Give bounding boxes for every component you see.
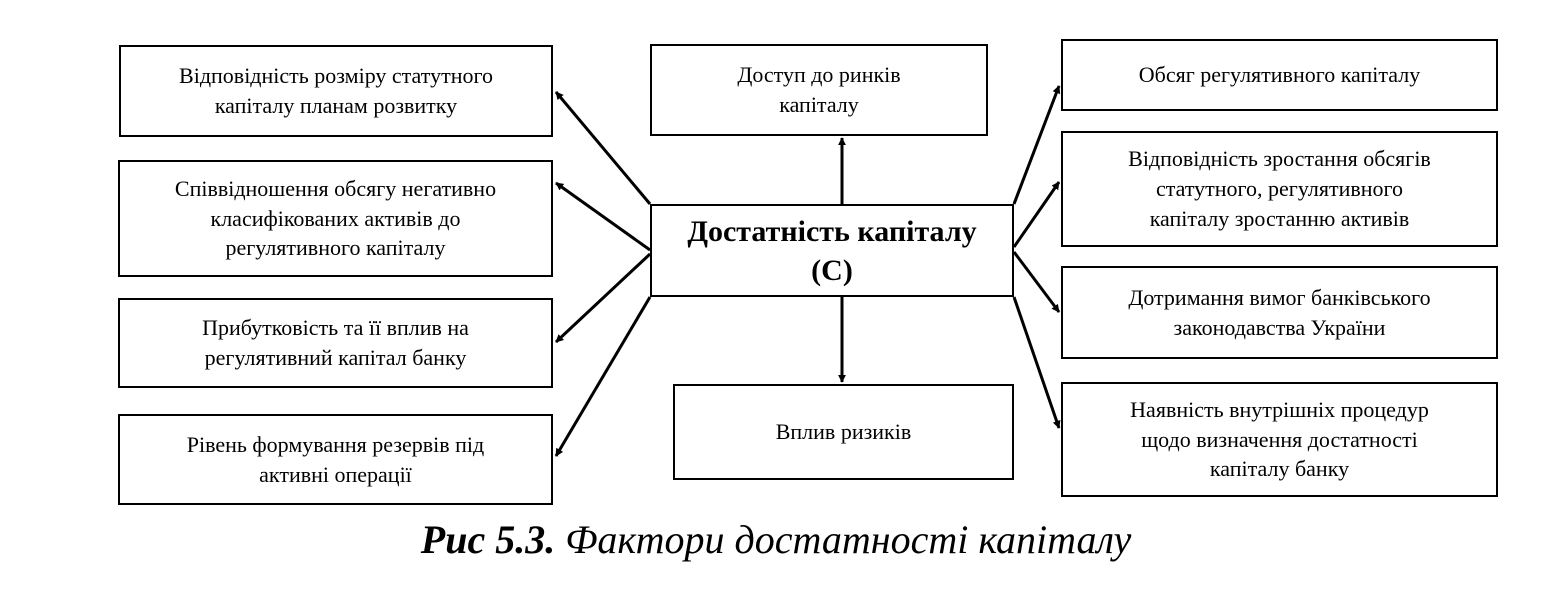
- figure-caption: Рис 5.3. Фактори достатності капіталу: [0, 516, 1552, 563]
- node-label: Відповідність зростання обсягів статутно…: [1128, 146, 1431, 231]
- node-left-3: Прибутковість та її вплив на регулятивни…: [118, 298, 553, 388]
- node-right-1: Обсяг регулятивного капіталу: [1061, 39, 1498, 111]
- node-label: Співвідношення обсягу негативно класифік…: [174, 175, 497, 261]
- node-label: Обсяг регулятивного капіталу: [1138, 62, 1421, 88]
- node-label: Достатність капіталу (С): [687, 214, 977, 287]
- arrow-to-left-4: [554, 296, 652, 457]
- node-left-4: Рівень формування резервів під активні о…: [118, 414, 553, 505]
- node-label: Доступ до ринків капіталу: [737, 62, 901, 117]
- node-capital-market-access: Доступ до ринків капіталу: [650, 44, 988, 136]
- node-label: Рівень формування резервів під активні о…: [186, 431, 485, 487]
- caption-text: Фактори достатності капіталу: [565, 517, 1132, 562]
- arrow-to-left-2: [555, 181, 651, 252]
- arrow-to-right-3: [1012, 251, 1061, 313]
- node-label: Відповідність розміру статутного капітал…: [179, 63, 493, 118]
- node-right-4: Наявність внутрішніх процедур щодо визна…: [1061, 382, 1498, 497]
- caption-label: Рис 5.3.: [420, 517, 556, 562]
- arrow-to-left-3: [554, 252, 652, 344]
- node-label: Наявність внутрішніх процедур щодо визна…: [1130, 396, 1429, 482]
- node-left-2: Співвідношення обсягу негативно класифік…: [118, 160, 553, 277]
- node-capital-adequacy: Достатність капіталу (С): [650, 204, 1014, 297]
- node-left-1: Відповідність розміру статутного капітал…: [119, 45, 553, 137]
- node-risk-impact: Вплив ризиків: [673, 384, 1014, 480]
- node-label: Прибутковість та її вплив на регулятивни…: [202, 315, 469, 370]
- arrow-to-right-2: [1012, 181, 1061, 248]
- arrow-to-right-4: [1012, 296, 1061, 429]
- node-right-2: Відповідність зростання обсягів статутно…: [1061, 131, 1498, 247]
- node-label: Дотримання вимог банківського законодавс…: [1128, 284, 1431, 340]
- arrow-to-right-1: [1012, 85, 1061, 205]
- node-label: Вплив ризиків: [775, 419, 912, 445]
- node-right-3: Дотримання вимог банківського законодавс…: [1061, 266, 1498, 359]
- arrow-to-left-1: [554, 91, 652, 205]
